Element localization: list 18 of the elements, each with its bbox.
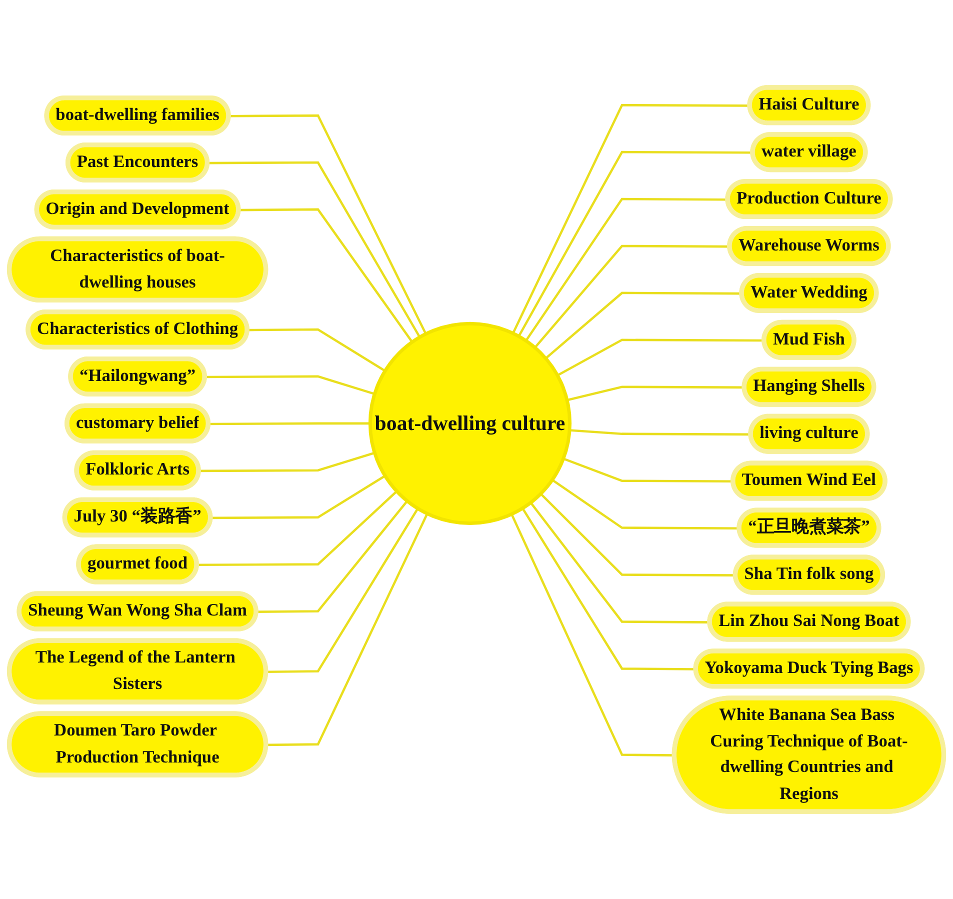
- connector: [199, 452, 375, 472]
- connector: [229, 114, 427, 334]
- connector: [248, 328, 386, 372]
- connector: [510, 514, 675, 756]
- connector: [530, 502, 710, 624]
- node-circle: boat-dwelling culture: [368, 322, 572, 525]
- connector: [266, 513, 428, 746]
- connector: [562, 458, 734, 483]
- connector: [522, 508, 696, 670]
- connector: [266, 508, 419, 673]
- connector: [238, 208, 414, 343]
- connector: [256, 500, 408, 613]
- connector: [210, 474, 386, 520]
- connector: [208, 422, 370, 426]
- connector: [556, 338, 764, 376]
- connector: [208, 161, 421, 338]
- connector: [197, 490, 398, 566]
- connector: [205, 375, 375, 396]
